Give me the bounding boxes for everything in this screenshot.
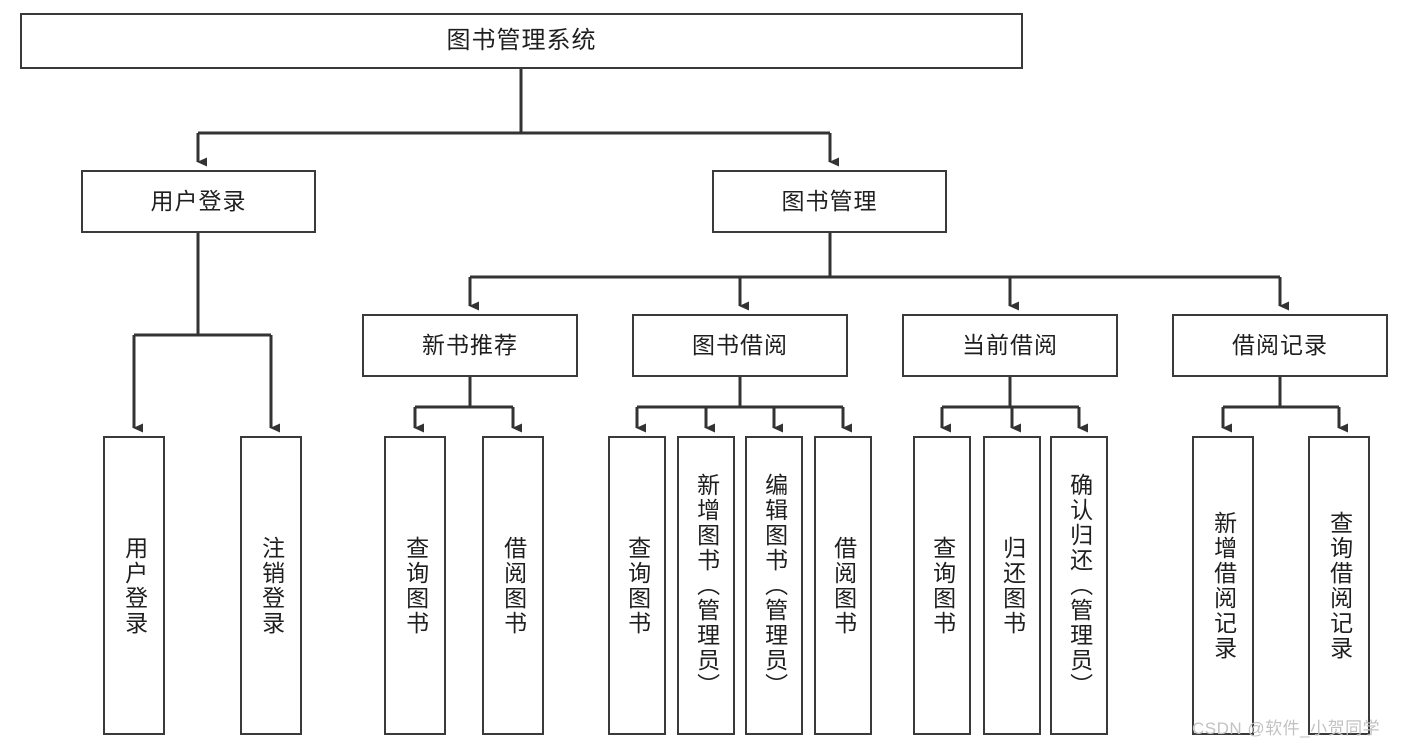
node-borrow-record[interactable]: 借阅记录 [1172,314,1388,377]
leaf-query-book-current-label: 查询图书 [929,535,956,636]
leaf-edit-book-admin-label: 编辑图书（管理员） [761,473,788,698]
leaf-edit-book-admin[interactable]: 编辑图书（管理员） [745,436,803,735]
leaf-return-book[interactable]: 归还图书 [983,436,1041,735]
node-user-login-label: 用户登录 [150,187,247,214]
leaf-add-book-admin[interactable]: 新增图书（管理员） [677,436,735,735]
node-book-borrow-label: 图书借阅 [692,331,788,358]
node-current-borrow[interactable]: 当前借阅 [902,314,1118,377]
leaf-add-borrow-record[interactable]: 新增借阅记录 [1192,436,1254,735]
leaf-query-book-recommend-label: 查询图书 [402,535,429,636]
node-new-book-recommend-label: 新书推荐 [422,331,518,358]
leaf-query-book-borrow-label: 查询图书 [624,535,651,636]
leaf-borrow-book[interactable]: 借阅图书 [814,436,872,735]
leaf-query-book-current[interactable]: 查询图书 [913,436,971,735]
leaf-logout[interactable]: 注销登录 [240,436,302,735]
leaf-add-borrow-record-label: 新增借阅记录 [1210,510,1237,661]
leaf-confirm-return-admin[interactable]: 确认归还（管理员） [1050,436,1108,735]
leaf-logout-label: 注销登录 [258,535,285,636]
leaf-return-book-label: 归还图书 [999,535,1026,636]
leaf-add-book-admin-label: 新增图书（管理员） [693,473,720,698]
leaf-user-login-label: 用户登录 [121,535,148,636]
node-book-borrow[interactable]: 图书借阅 [632,314,848,377]
node-borrow-record-label: 借阅记录 [1232,331,1328,358]
leaf-borrow-book-recommend[interactable]: 借阅图书 [482,436,544,735]
leaf-query-book-recommend[interactable]: 查询图书 [384,436,446,735]
node-root-label: 图书管理系统 [446,26,597,54]
node-book-management[interactable]: 图书管理 [712,170,947,233]
node-book-management-label: 图书管理 [781,187,878,214]
leaf-borrow-book-recommend-label: 借阅图书 [500,535,527,636]
node-user-login[interactable]: 用户登录 [81,170,316,233]
leaf-confirm-return-admin-label: 确认归还（管理员） [1066,473,1093,698]
csdn-watermark: CSDN @软件_小贺同学 [1192,719,1381,738]
leaf-query-borrow-record-label: 查询借阅记录 [1326,510,1353,661]
leaf-user-login[interactable]: 用户登录 [103,436,165,735]
leaf-borrow-book-label: 借阅图书 [830,535,857,636]
node-root[interactable]: 图书管理系统 [20,13,1023,69]
leaf-query-book-borrow[interactable]: 查询图书 [608,436,666,735]
node-current-borrow-label: 当前借阅 [962,331,1058,358]
node-new-book-recommend[interactable]: 新书推荐 [362,314,578,377]
leaf-query-borrow-record[interactable]: 查询借阅记录 [1308,436,1370,735]
